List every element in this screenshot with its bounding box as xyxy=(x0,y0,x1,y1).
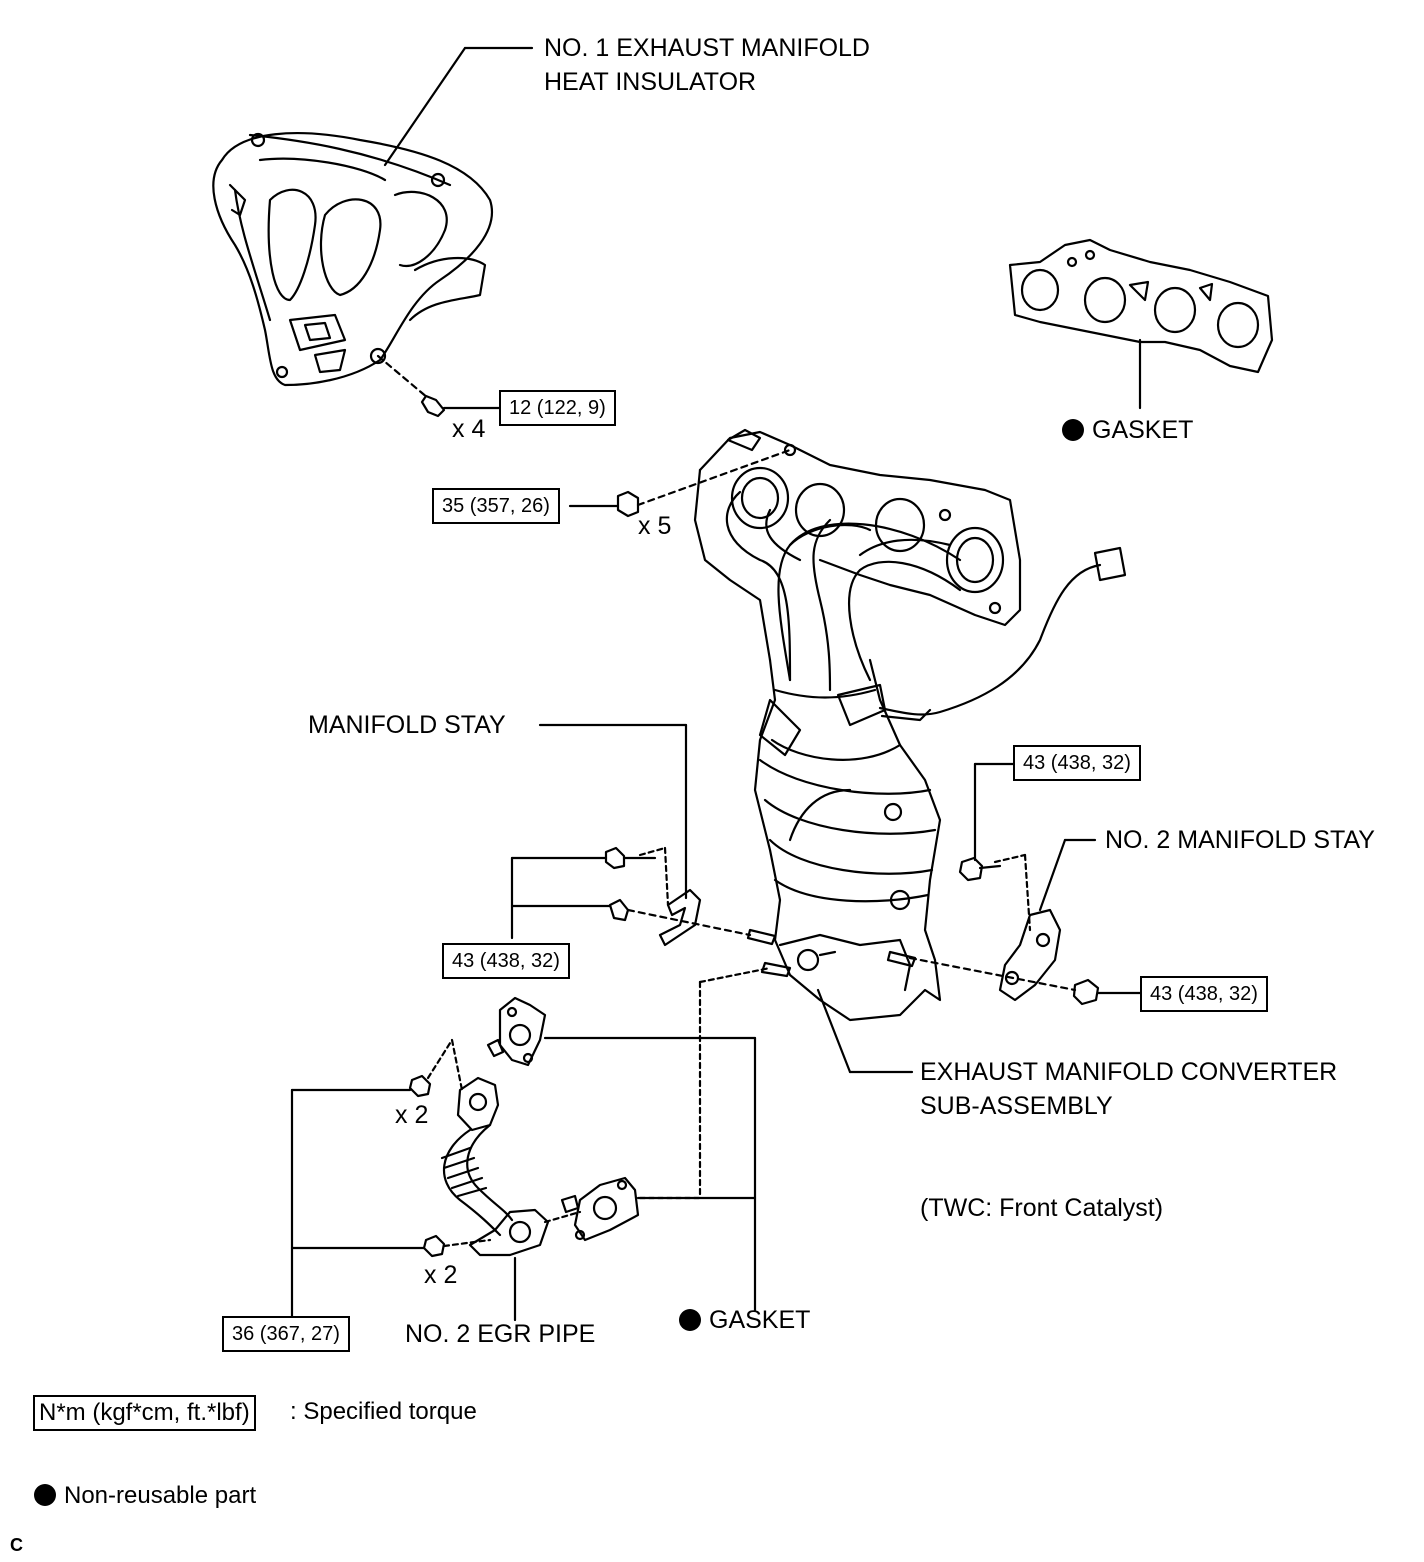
no2-manifold-stay-label: NO. 2 MANIFOLD STAY xyxy=(1105,826,1375,854)
egr-upper-gasket xyxy=(486,996,757,1067)
converter-label-line2: SUB-ASSEMBLY xyxy=(920,1092,1113,1120)
egr-lower-gasket xyxy=(543,961,792,1312)
manifold-nut xyxy=(568,448,792,518)
manifold-stay-label: MANIFOLD STAY xyxy=(308,711,506,739)
heat-insulator-label-line1: NO. 1 EXHAUST MANIFOLD xyxy=(544,34,870,62)
non-reusable-dot-icon xyxy=(34,1484,56,1506)
qty-egr-upper: x 2 xyxy=(395,1101,429,1129)
figure-code: C xyxy=(10,1535,23,1555)
qty-manifold-nuts: x 5 xyxy=(638,512,672,540)
legend-torque-desc: : Specified torque xyxy=(290,1398,477,1425)
gasket-bottom-label: GASKET xyxy=(679,1303,810,1337)
manifold-gasket-part xyxy=(1008,238,1274,374)
non-reusable-dot-icon xyxy=(679,1309,701,1331)
no2-egr-pipe-part xyxy=(290,1038,550,1322)
legend-non-reusable: Non-reusable part xyxy=(34,1479,256,1513)
heat-insulator-part xyxy=(212,132,493,387)
torque-egr-pipe: 36 (367, 27) xyxy=(222,1316,350,1352)
insulator-bolt xyxy=(376,354,502,418)
gasket-top-label: GASKET xyxy=(1062,413,1193,447)
legend-torque-unit: N*m (kgf*cm, ft.*lbf) xyxy=(33,1395,256,1431)
qty-insulator-bolts: x 4 xyxy=(452,415,486,443)
qty-egr-lower: x 2 xyxy=(424,1261,458,1289)
torque-insulator-bolts: 12 (122, 9) xyxy=(499,390,616,426)
converter-label-line1: EXHAUST MANIFOLD CONVERTER xyxy=(920,1058,1338,1086)
twc-note: (TWC: Front Catalyst) xyxy=(920,1194,1164,1222)
exhaust-manifold-converter-part xyxy=(693,428,1127,1022)
egr-pipe-label: NO. 2 EGR PIPE xyxy=(405,1320,596,1348)
no2-manifold-stay-part xyxy=(886,762,1142,1006)
torque-no2-stay-upper: 43 (438, 32) xyxy=(1013,745,1141,781)
non-reusable-dot-icon xyxy=(1062,419,1084,441)
manifold-stay-part xyxy=(510,723,777,947)
torque-no2-stay-lower: 43 (438, 32) xyxy=(1140,976,1268,1012)
torque-manifold-stay: 43 (438, 32) xyxy=(442,943,570,979)
heat-insulator-label-line2: HEAT INSULATOR xyxy=(544,68,757,96)
torque-manifold-nuts: 35 (357, 26) xyxy=(432,488,560,524)
